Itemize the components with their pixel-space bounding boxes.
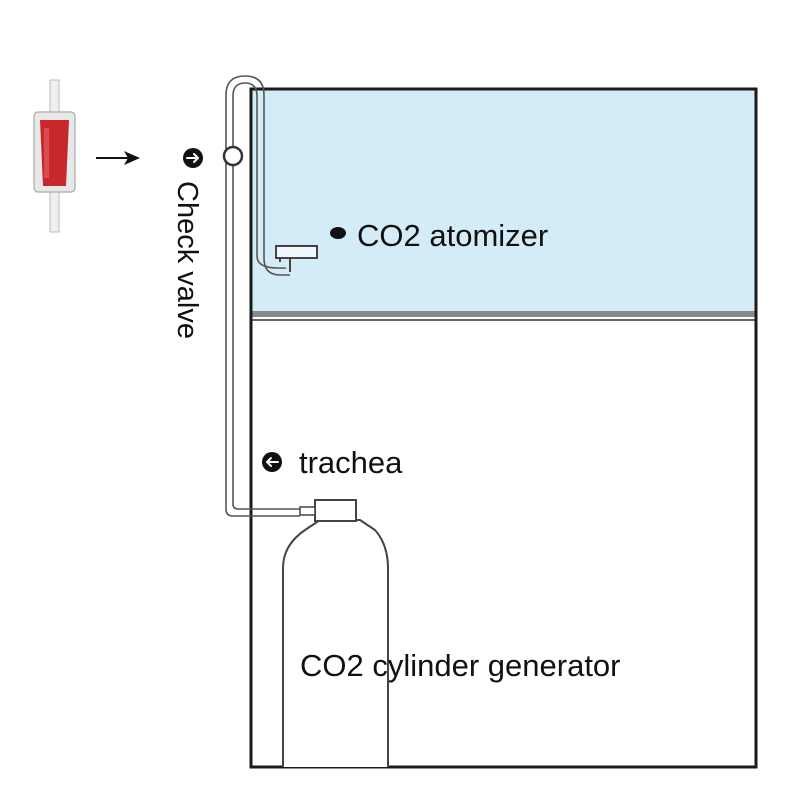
aquarium-tank: [251, 87, 756, 321]
tube-inner-line: [232, 82, 300, 510]
check-valve-label: Check valve: [171, 181, 203, 339]
right-arrow-icon: [96, 151, 140, 165]
cylinder-regulator: [314, 499, 357, 522]
water-area: [251, 89, 756, 312]
check-valve-ring: [222, 145, 244, 167]
check-valve-product-image: [33, 79, 76, 233]
valve-bottom-stem: [49, 187, 60, 233]
co2-atomizer: [275, 245, 318, 272]
valve-top-stem: [49, 79, 60, 117]
cylinder-body: [282, 519, 389, 767]
trachea-pointer-icon: [262, 452, 282, 472]
atomizer-disc: [275, 245, 318, 259]
cabinet-outline: [249, 87, 758, 769]
cylinder-nozzle: [299, 506, 316, 516]
check-valve-pointer-icon: [183, 148, 203, 168]
co2-tubing: [225, 75, 300, 517]
co2-cylinder-generator-label: CO2 cylinder generator: [300, 648, 621, 683]
trachea-label: trachea: [299, 445, 403, 480]
co2-cylinder: [282, 499, 389, 767]
atomizer-bullet-icon: [330, 227, 346, 239]
tube-outer-line: [225, 75, 300, 517]
co2-atomizer-label: CO2 atomizer: [357, 218, 549, 253]
valve-highlight: [44, 128, 49, 178]
